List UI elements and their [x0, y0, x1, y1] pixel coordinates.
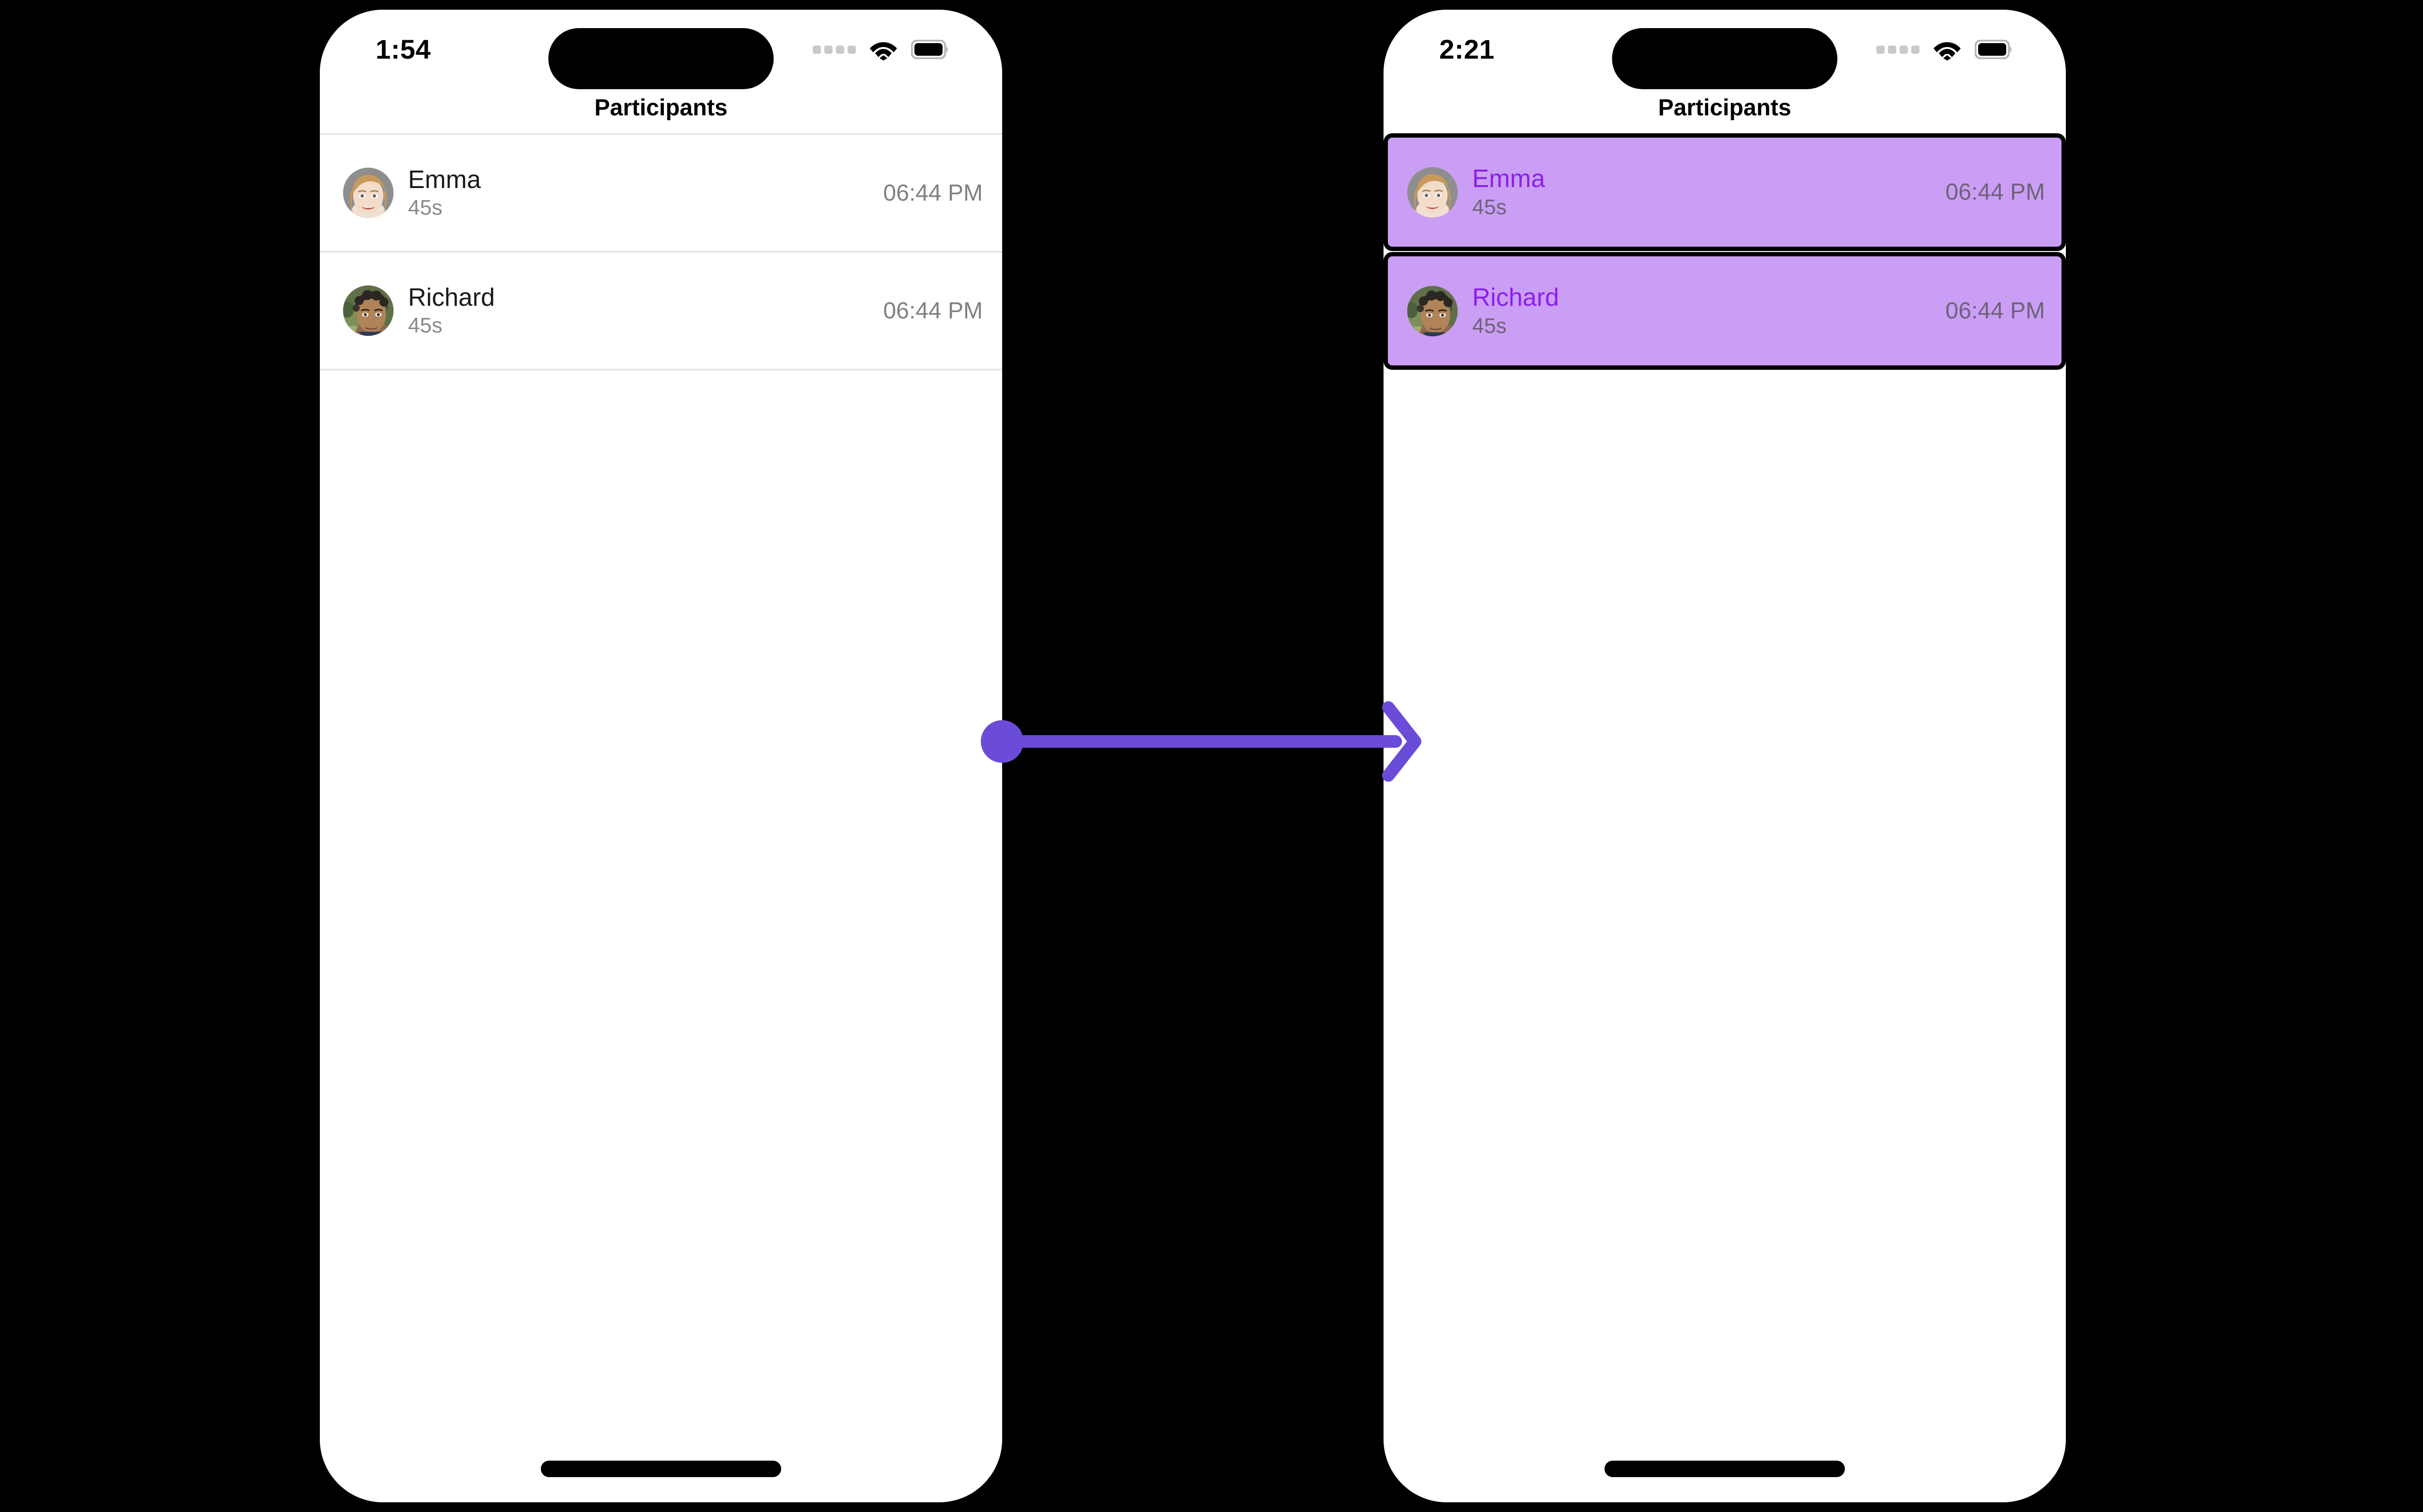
- status-bar-before: 1:54: [320, 10, 1002, 89]
- participant-row-emma[interactable]: Emma 45s 06:44 PM: [320, 135, 1002, 252]
- participant-duration: 45s: [1472, 314, 1507, 338]
- participant-name: Richard: [408, 283, 495, 312]
- arrow-right-icon: [981, 701, 1421, 782]
- wifi-icon: [1934, 42, 1961, 61]
- battery-icon: [1975, 40, 2012, 59]
- participant-duration: 45s: [1472, 195, 1507, 219]
- participant-duration: 45s: [408, 314, 442, 338]
- status-indicators: [1876, 32, 2013, 61]
- status-indicators: [813, 32, 949, 61]
- participant-info: Richard 45s: [1472, 284, 1559, 337]
- page-title: Participants: [594, 95, 728, 121]
- participants-list-after: Emma 45s 06:44 PM: [1384, 133, 2066, 370]
- battery-icon: [911, 40, 948, 59]
- signal-dots-icon: [813, 45, 856, 54]
- phone-screen-before: 1:54 Participants: [320, 10, 1002, 1502]
- emma-avatar: [343, 168, 393, 218]
- emma-avatar: [1407, 167, 1458, 218]
- nav-bar-before: Participants: [320, 82, 1002, 133]
- status-time: 2:21: [1439, 34, 1495, 64]
- participant-timestamp: 06:44 PM: [883, 298, 983, 324]
- richard-avatar: [343, 285, 393, 336]
- participant-name: Richard: [1472, 284, 1559, 312]
- dynamic-island: [1612, 28, 1838, 89]
- participant-duration: 45s: [408, 196, 442, 220]
- participant-info: Emma 45s: [1472, 166, 1545, 219]
- wifi-icon: [870, 42, 897, 61]
- participant-row-emma-selected[interactable]: Emma 45s 06:44 PM: [1384, 133, 2066, 251]
- phone-screen-after: 2:21 Participants: [1384, 10, 2066, 1502]
- participant-row-richard-selected[interactable]: Richard 45s 06:44 PM: [1384, 252, 2066, 370]
- participants-list-before: Emma 45s 06:44 PM: [320, 133, 1002, 370]
- participant-name: Emma: [408, 165, 481, 194]
- richard-avatar: [1407, 285, 1458, 336]
- participant-info: Richard 45s: [408, 284, 495, 337]
- home-indicator: [1605, 1461, 1845, 1477]
- page-title: Participants: [1658, 95, 1792, 121]
- participant-info: Emma 45s: [408, 167, 481, 220]
- participant-timestamp: 06:44 PM: [883, 180, 983, 206]
- participant-timestamp: 06:44 PM: [1945, 298, 2045, 324]
- participant-name: Emma: [1472, 165, 1545, 193]
- participant-timestamp: 06:44 PM: [1945, 179, 2045, 205]
- dynamic-island: [548, 28, 774, 89]
- home-indicator: [541, 1461, 781, 1477]
- nav-bar-after: Participants: [1384, 82, 2066, 133]
- status-bar-after: 2:21: [1384, 10, 2066, 89]
- participant-row-richard[interactable]: Richard 45s 06:44 PM: [320, 252, 1002, 370]
- status-time: 1:54: [376, 34, 431, 64]
- signal-dots-icon: [1876, 45, 1920, 54]
